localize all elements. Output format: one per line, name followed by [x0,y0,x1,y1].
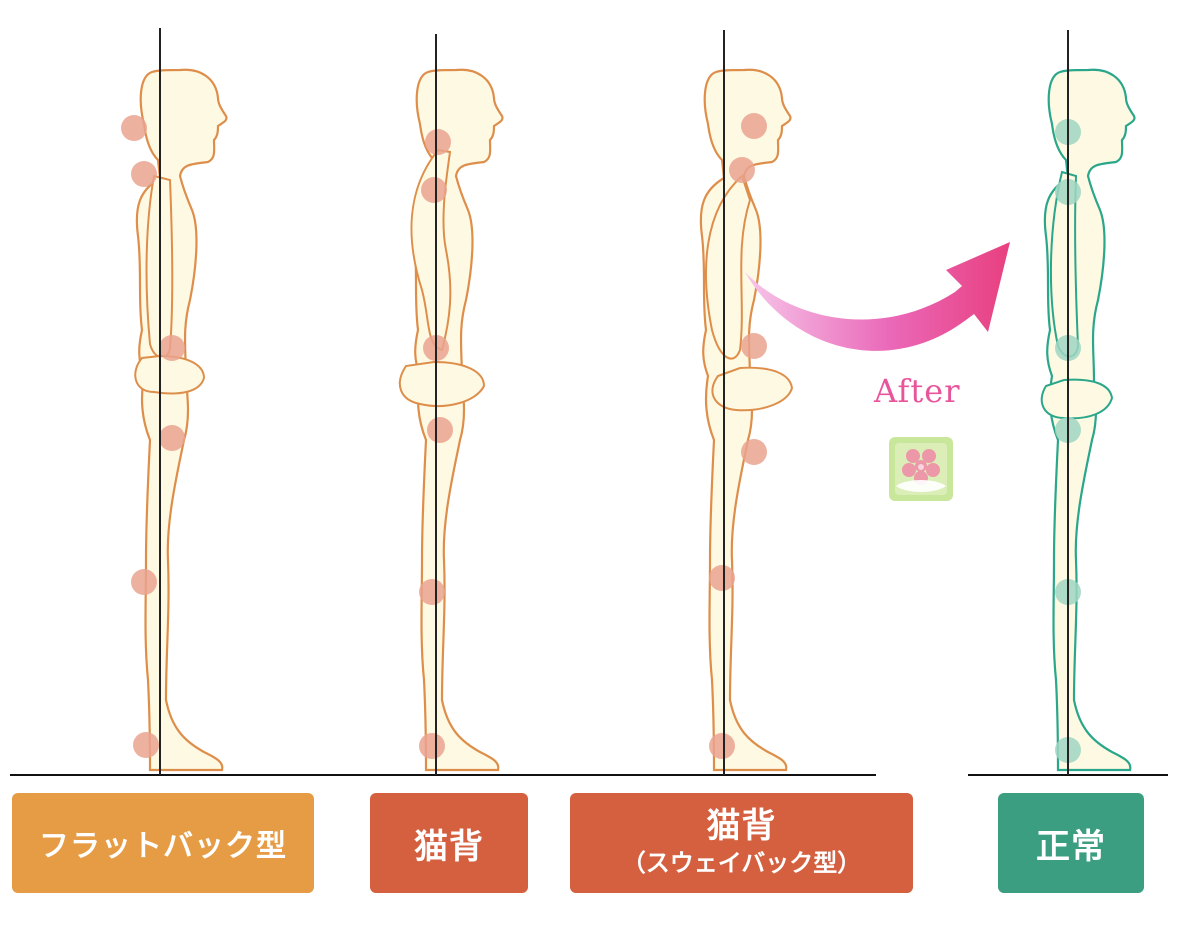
joint-marker [133,732,159,758]
body-silhouette [1043,68,1136,772]
after-text: After [874,372,961,410]
joint-marker [159,425,185,451]
joint-marker [131,161,157,187]
label-nekoze: 猫背 [370,793,528,893]
joint-marker [421,177,447,203]
figure-sway-back [699,30,794,775]
figure-normal [1040,30,1136,775]
label-sway-back: 猫背 （スウェイバック型） [570,793,913,893]
label-normal-text: 正常 [1036,826,1106,867]
figure-nekoze [398,34,504,775]
figure-flat-back [121,28,228,775]
joint-marker [709,733,735,759]
joint-marker [425,129,451,155]
spine-outline [705,174,752,360]
label-nekoze-text: 猫背 [414,826,484,867]
pelvis-outline [134,354,206,395]
joint-marker [709,565,735,591]
label-sway-back-line2: （スウェイバック型） [621,849,862,877]
pelvis-outline [711,366,794,412]
pelvis-outline [398,360,486,407]
label-flat-back-text: フラットバック型 [39,829,287,864]
joint-marker [419,579,445,605]
label-flat-back: フラットバック型 [12,793,314,893]
joint-marker [419,733,445,759]
joint-marker [159,335,185,361]
joint-marker [131,569,157,595]
joint-marker [741,113,767,139]
label-normal: 正常 [998,793,1144,893]
joint-marker [121,115,147,141]
joint-marker [729,157,755,183]
joint-marker [427,417,453,443]
flower-hand-logo [889,437,953,501]
curved-arrow-icon [745,242,1010,351]
label-sway-back-line1: 猫背 [706,806,777,846]
joint-marker [741,439,767,465]
pelvis-outline [1040,378,1114,420]
joint-marker [741,333,767,359]
